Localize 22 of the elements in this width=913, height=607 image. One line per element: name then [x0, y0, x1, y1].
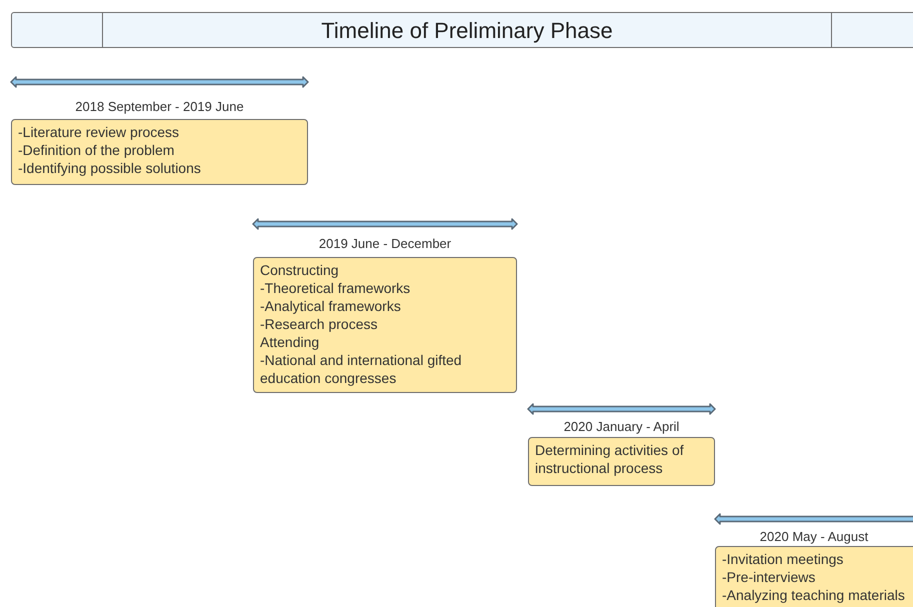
activity-text: -Literature review process: [18, 123, 180, 141]
activity-text: -Identifying possible solutions: [18, 159, 202, 177]
date-range-label: 2020 May - August: [760, 528, 868, 546]
activity-text: -Theoretical frameworks: [260, 279, 412, 297]
date-range-label: 2018 September - 2019 June: [75, 98, 244, 116]
activity-text: Determining activities of instructional process: [535, 441, 685, 477]
activity-text: -Definition of the problem: [18, 141, 176, 159]
activity-text: -Analyzing teaching materials: [722, 586, 906, 604]
diagram-title: Timeline of Preliminary Phase: [321, 16, 613, 45]
date-range-label: 2019 June - December: [318, 235, 452, 253]
activity-text: Attending: [260, 333, 320, 351]
activity-text: -National and international gifted education congresses: [260, 351, 463, 387]
activity-box: [715, 546, 913, 607]
activity-text: -Research process: [260, 315, 378, 333]
activity-text: -Pre-interviews: [722, 568, 816, 586]
activity-box: [11, 119, 308, 185]
date-range-label: 2020 January - April: [564, 418, 680, 436]
activity-box: [253, 257, 517, 393]
activity-text: -Analytical frameworks: [260, 297, 402, 315]
activity-box: [528, 437, 715, 486]
activity-text: -Invitation meetings: [722, 550, 844, 568]
activity-text: Constructing: [260, 261, 340, 279]
